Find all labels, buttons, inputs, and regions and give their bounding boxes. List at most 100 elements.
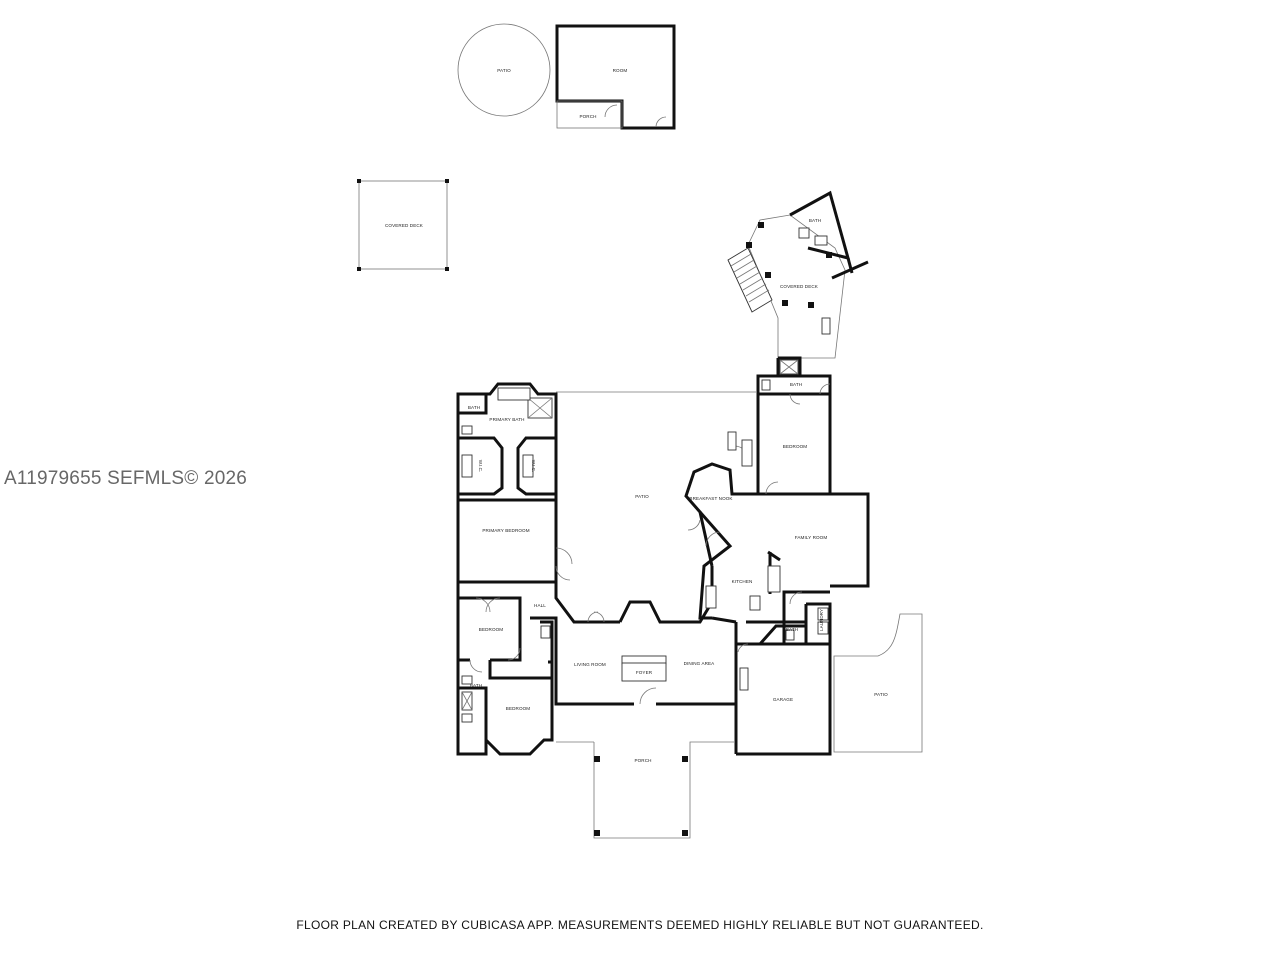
- footer-disclaimer: FLOOR PLAN CREATED BY CUBICASA APP. MEAS…: [296, 918, 984, 932]
- label-primary-bedroom: PRIMARY BEDROOM: [482, 528, 529, 533]
- post: [445, 267, 449, 271]
- label-bath-primary-small: BATH: [468, 405, 480, 410]
- door-swing: [485, 597, 501, 613]
- toilet-fixture: [461, 713, 473, 723]
- label-covered-deck-left: COVERED DECK: [385, 223, 424, 228]
- label-bath-upper-right: BATH: [790, 382, 802, 387]
- toilet-fixture: [761, 379, 771, 391]
- toilet-fixture: [785, 629, 795, 641]
- post: [746, 242, 752, 248]
- door-swing: [593, 611, 605, 623]
- closet-shelf: [540, 625, 551, 639]
- post: [758, 222, 764, 228]
- label-dining-area: DINING AREA: [684, 661, 716, 666]
- label-living-room: LIVING ROOM: [574, 662, 606, 667]
- room-labels: PATIO ROOM PORCH COVERED DECK BATH COVER…: [385, 68, 888, 763]
- door-swing: [555, 547, 573, 565]
- door-swing: [555, 565, 571, 581]
- label-covered-deck-right: COVERED DECK: [780, 284, 819, 289]
- toilet-fixture: [461, 425, 473, 435]
- front-porch-structure: [556, 741, 734, 839]
- round-patio-outline: [457, 23, 551, 117]
- door-swing: [655, 116, 667, 128]
- label-hall: HALL: [534, 603, 546, 608]
- porch-outline: [556, 100, 623, 129]
- right-wing-walls: [684, 445, 870, 624]
- room-walls: [555, 24, 676, 130]
- label-porch-front: PORCH: [634, 758, 651, 763]
- island-counter: [767, 565, 781, 593]
- door-swing: [687, 519, 701, 531]
- post: [594, 756, 600, 762]
- door-swing: [639, 687, 657, 705]
- door-swing: [507, 647, 521, 661]
- sink-fixture: [461, 675, 473, 685]
- grill-fixture: [821, 317, 831, 335]
- washer: [817, 607, 829, 621]
- label-laundry: LAUNDRY: [819, 609, 824, 631]
- door-swing: [737, 643, 749, 653]
- door-swing: [789, 393, 801, 405]
- label-kitchen: KITCHEN: [732, 579, 753, 584]
- door-swing: [819, 383, 831, 395]
- post: [826, 252, 832, 258]
- label-bedroom-upper-right: BEDROOM: [783, 444, 808, 449]
- label-wic-left: W.I.C.: [478, 460, 483, 473]
- door-swing: [789, 591, 803, 605]
- right-patio-outline: [833, 613, 923, 753]
- counter: [705, 585, 717, 609]
- label-porch-top: PORCH: [579, 114, 596, 119]
- label-wic-right: W.I.C.: [531, 460, 536, 473]
- left-wing-walls: [456, 382, 573, 756]
- label-bath-garage: BATH: [786, 627, 798, 632]
- label-bath-lower-left: BATH: [470, 683, 482, 688]
- door-swing: [475, 597, 491, 613]
- sink-fixture: [814, 235, 828, 246]
- closet-shelf: [727, 431, 737, 451]
- label-family-room: FAMILY ROOM: [795, 535, 828, 540]
- door-swing: [705, 531, 721, 547]
- label-bath-deck: BATH: [809, 218, 821, 223]
- covered-deck-outline: [358, 180, 448, 270]
- label-patio-right: PATIO: [874, 692, 888, 697]
- covered-deck-right-structure: [727, 190, 869, 359]
- label-garage: GARAGE: [773, 697, 793, 702]
- door-swing: [765, 481, 779, 495]
- closet-shelf: [461, 454, 473, 478]
- post: [782, 300, 788, 306]
- wall-stub: [846, 257, 854, 274]
- cooktop: [749, 595, 761, 611]
- label-bedroom-lower-left: BEDROOM: [506, 706, 531, 711]
- covered-deck-left-structure: [357, 179, 449, 271]
- post: [594, 830, 600, 836]
- upper-right-bedroom-walls: [727, 356, 832, 496]
- label-patio-center: PATIO: [635, 494, 649, 499]
- label-breakfast-nook: BREAKFAST NOOK: [689, 496, 733, 501]
- toilet-fixture: [798, 227, 810, 239]
- deck-bath-walls: [789, 190, 851, 261]
- deck-stairs: [727, 247, 773, 313]
- post: [808, 302, 814, 308]
- mls-watermark: A11979655 SEFMLS© 2026: [4, 468, 248, 489]
- label-primary-bath: PRIMARY BATH: [489, 417, 524, 422]
- label-patio-round: PATIO: [497, 68, 511, 73]
- label-bedroom-left: BEDROOM: [479, 627, 504, 632]
- post: [682, 830, 688, 836]
- post: [357, 179, 361, 183]
- closet-shelf: [741, 439, 753, 467]
- post: [682, 756, 688, 762]
- door-swing: [469, 659, 483, 673]
- tub-fixture: [497, 387, 531, 401]
- foyer-closet: [621, 662, 667, 682]
- detached-structures: [457, 23, 676, 130]
- label-foyer: FOYER: [636, 670, 653, 675]
- center-walls: [554, 391, 806, 754]
- post: [765, 272, 771, 278]
- post: [445, 179, 449, 183]
- dryer: [817, 621, 829, 635]
- garage-shelf: [739, 667, 749, 691]
- label-room: ROOM: [613, 68, 628, 73]
- garage-walls: [736, 591, 832, 756]
- door-swing: [604, 104, 618, 118]
